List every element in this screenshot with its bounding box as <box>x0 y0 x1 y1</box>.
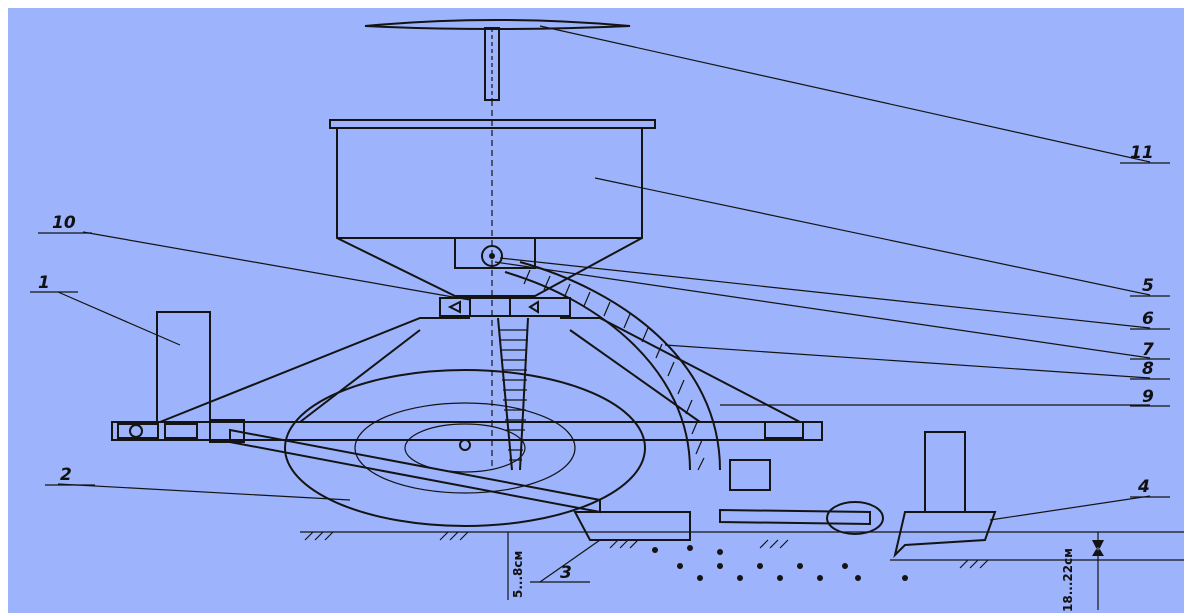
callout-9: 9 <box>1142 387 1154 407</box>
fert-depth-label: 18...22см <box>1061 548 1075 612</box>
frame <box>111 317 823 443</box>
seed-tube-spring <box>497 317 529 471</box>
ground-line <box>300 531 1184 569</box>
diagram-background <box>8 8 1184 613</box>
callout-11: 11 <box>1130 143 1154 163</box>
seed-depth-dimension: 5...8см <box>507 532 525 600</box>
ground-wheel <box>284 369 646 527</box>
hitch-post <box>156 311 211 423</box>
press-wheel <box>719 459 884 535</box>
callout-3: 3 <box>560 563 572 583</box>
fertilizer-knife <box>893 431 997 559</box>
callout-7: 7 <box>1142 340 1154 360</box>
callout-2: 2 <box>60 465 72 485</box>
leader-lines <box>57 25 1151 583</box>
callout-6: 6 <box>1142 309 1154 329</box>
hopper <box>329 119 656 297</box>
seed-coulter <box>573 511 691 541</box>
fert-depth-dimension: 18...22см <box>1061 532 1104 612</box>
seed-rows <box>652 545 908 581</box>
callout-8: 8 <box>1142 359 1154 379</box>
callouts: 1 2 3 4 5 6 7 8 9 10 11 <box>30 143 1170 583</box>
callout-10: 10 <box>52 213 76 233</box>
callout-4: 4 <box>1137 477 1150 497</box>
fertilizer-tube <box>504 261 721 471</box>
callout-5: 5 <box>1142 276 1154 296</box>
callout-1: 1 <box>38 273 50 293</box>
metering-unit <box>439 297 571 317</box>
seed-depth-label: 5...8см <box>511 551 525 598</box>
